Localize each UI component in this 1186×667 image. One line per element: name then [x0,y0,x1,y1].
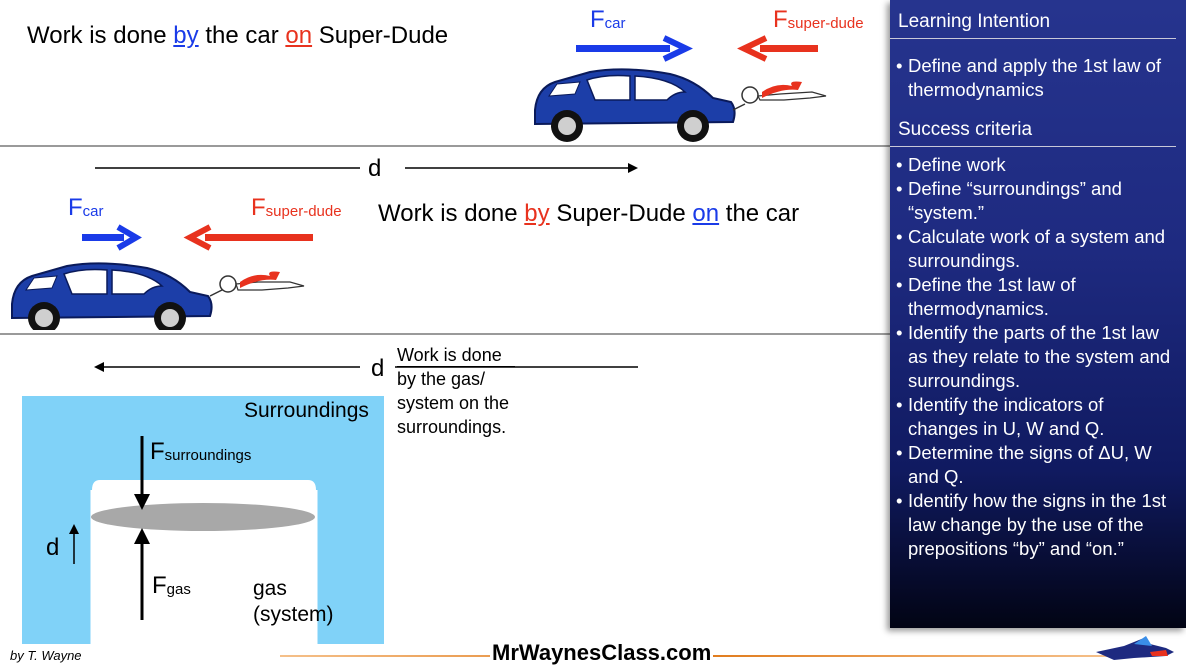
piston [91,503,315,531]
system-label: (system) [253,603,334,626]
dude-force-arrow [737,35,818,62]
success-item: Determine the signs of ΔU, W and Q. [890,441,1176,489]
note-line: system on the [397,393,510,413]
top-distance-label: d [368,155,382,182]
note-line: Work is done [397,345,502,365]
force-subscript: car [82,203,104,220]
success-item: Calculate work of a system and surroundi… [890,225,1176,273]
force-dude-label-2: Fsuper-dude [251,194,342,222]
statement-text: the car [719,200,800,227]
force-symbol: F [150,438,165,465]
success-item: Identify the indicators of changes in U,… [890,393,1176,441]
statement-text: Work is done [27,22,174,49]
force-symbol: F [251,194,266,221]
force-car-label-2: Fcar [68,194,104,222]
force-subscript: surroundings [164,447,252,464]
statement-by: by [173,22,199,49]
car-middle [11,262,227,330]
force-symbol: F [773,6,788,33]
piston-distance-label: d [46,534,60,561]
heading-rule [890,146,1176,147]
force-symbol: F [152,572,167,599]
learning-panel: Learning Intention Define and apply the … [890,0,1186,628]
force-subscript: car [604,15,626,32]
force-symbol: F [590,6,605,33]
middle-distance-arrow [94,362,638,372]
note-line: by the gas/ [397,369,486,389]
ground-line-middle [0,333,890,335]
middle-distance-label: d [371,355,385,382]
top-drawing [0,35,890,330]
force-surroundings-label: Fsurroundings [150,438,251,466]
force-dude-label: Fsuper-dude [773,6,864,34]
force-symbol: F [68,194,83,221]
force-subscript: super-dude [265,203,342,220]
gas-work-note: Work is done by the gas/ system on the s… [397,343,509,439]
success-item: Define the 1st law of thermodynamics. [890,273,1176,321]
success-item: Identify how the signs in the 1st law ch… [890,489,1176,561]
dude-force-arrow-2 [183,224,313,251]
statement-text: the car [198,22,286,49]
success-list: Define work Define “surroundings” and “s… [890,153,1176,561]
statement-text: Super-Dude [549,200,693,227]
site-logo-text: MrWaynesClass.com [490,640,714,666]
gas-label: gas [253,577,287,600]
success-item: Identify the parts of the 1st law as the… [890,321,1176,393]
success-item: Define “surroundings” and “system.” [890,177,1176,225]
force-subscript: super-dude [787,15,864,32]
super-dude-middle [219,271,305,293]
car-force-arrow [576,35,693,62]
author-credit: by T. Wayne [10,648,82,663]
super-dude-top [741,81,827,104]
car-top [534,68,746,142]
force-car-label: Fcar [590,6,626,34]
success-criteria-heading: Success criteria [898,119,1033,140]
success-item: Define work [890,153,1176,177]
learning-list: Define and apply the 1st law of thermody… [890,54,1170,102]
surroundings-region [22,396,384,644]
statement-by: by [524,200,550,227]
statement-on: on [692,200,720,227]
note-line: surroundings. [397,417,507,437]
force-gas-label: Fgas [152,572,191,600]
note-underline [397,366,515,367]
learning-item: Define and apply the 1st law of thermody… [890,54,1170,102]
car-force-arrow-2 [82,224,142,251]
top-statement: Work is done by the car on Super-Dude [27,22,448,50]
middle-statement: Work is done by Super-Dude on the car [378,200,799,228]
statement-on: on [285,22,313,49]
heading-rule [890,38,1176,39]
statement-text: Super-Dude [312,22,449,49]
statement-text: Work is done [378,200,525,227]
force-subscript: gas [166,581,191,598]
rocket-icon [1096,636,1174,660]
learning-intention-heading: Learning Intention [898,11,1051,32]
surroundings-label: Surroundings [244,399,369,422]
gas-cylinder-diagram [22,396,384,644]
